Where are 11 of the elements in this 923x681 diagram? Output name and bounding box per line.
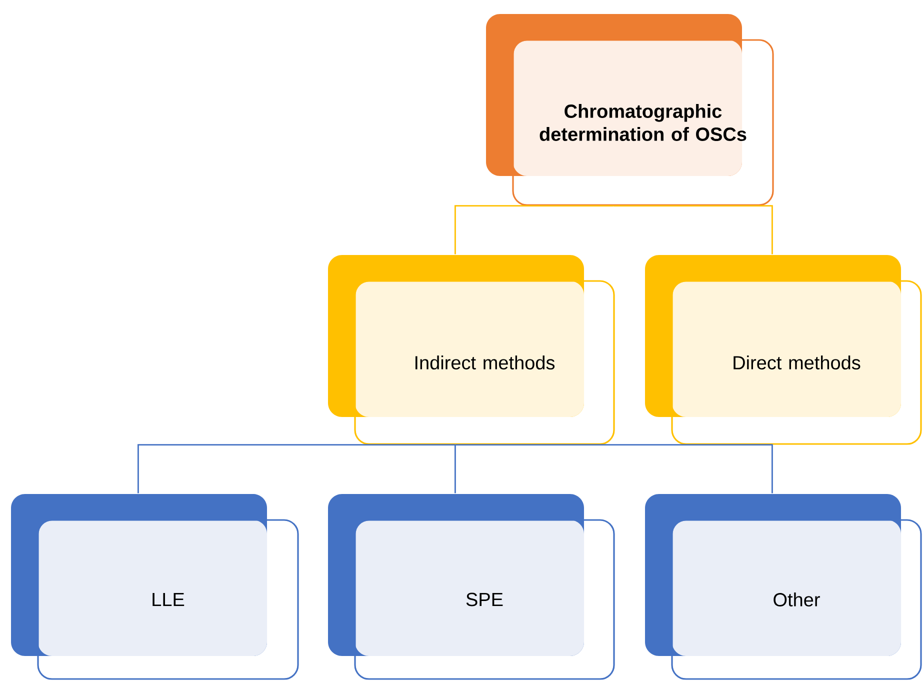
hierarchy-box: SPE [328, 494, 615, 680]
hierarchy-box: Indirect methods [328, 255, 615, 445]
connector-line [455, 444, 773, 494]
hierarchy-box: LLE [11, 494, 299, 680]
hierarchy-box: Chromatographic determination of OSCs [486, 14, 774, 206]
connector-line [454, 444, 456, 494]
connector-line [138, 444, 456, 494]
hierarchy-box: Other [645, 494, 922, 680]
connector-line [613, 205, 773, 254]
connector-line [454, 205, 614, 254]
hierarchy-box: Direct methods [645, 255, 922, 445]
